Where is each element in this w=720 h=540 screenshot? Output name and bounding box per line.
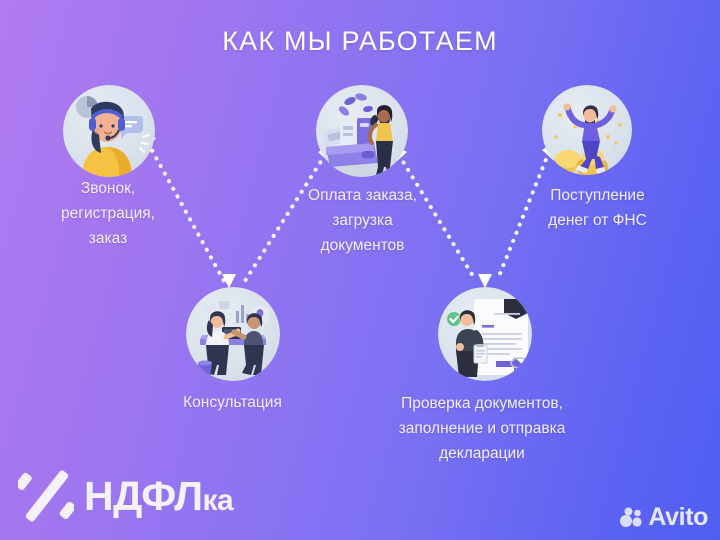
- avito-watermark: Avito: [619, 503, 708, 532]
- avito-label: Avito: [648, 503, 708, 531]
- celebrating-person-coins-illustration: [554, 103, 622, 175]
- caption-line: заполнение и отправка: [398, 420, 566, 437]
- caption-line: загрузка: [332, 212, 393, 229]
- step-caption-call: Звонок, регистрация, заказ: [0, 176, 216, 251]
- caption-line: декларации: [439, 445, 525, 462]
- connector-call-to-consultation: [146, 141, 226, 283]
- page-title: КАК МЫ РАБОТАЕМ: [222, 26, 498, 56]
- caption-line: Консультация: [183, 394, 282, 411]
- connector-refund-to-check: [495, 150, 551, 283]
- step-icon-check-documents[interactable]: [438, 287, 532, 381]
- step-caption-refund: Поступление денег от ФНС: [500, 183, 695, 233]
- brand-name-main: НДФЛ: [84, 472, 203, 519]
- caption-line: денег от ФНС: [548, 212, 647, 229]
- caption-line: регистрация,: [61, 205, 155, 222]
- document-review-illustration: [447, 299, 530, 377]
- caption-line: заказ: [88, 230, 128, 247]
- connector-payment-to-check: [397, 153, 478, 283]
- wallet-money-illustration: [322, 93, 402, 177]
- brand-logo[interactable]: НДФЛка: [18, 468, 234, 524]
- caption-line: Звонок,: [80, 180, 136, 197]
- step-caption-check-documents: Проверка документов, заполнение и отправ…: [368, 391, 596, 466]
- step-icon-refund[interactable]: [542, 85, 632, 175]
- step-caption-consultation: Консультация: [130, 390, 335, 415]
- avito-dots-icon: [620, 507, 643, 527]
- step-icon-consultation[interactable]: [186, 287, 280, 381]
- consultation-meeting-illustration: [198, 301, 269, 377]
- step-caption-payment: Оплата заказа, загрузка документов: [255, 183, 470, 258]
- brand-name-suffix: ка: [202, 483, 234, 517]
- caption-line: Поступление: [550, 187, 645, 204]
- caption-line: документов: [320, 237, 405, 254]
- step-icon-call[interactable]: [63, 85, 155, 177]
- caption-line: Проверка документов,: [401, 395, 563, 412]
- step-icon-payment[interactable]: [316, 85, 408, 177]
- double-slash-percent-icon: [18, 470, 74, 522]
- connector-payment-to-consultation: [243, 153, 327, 283]
- caption-line: Оплата заказа,: [308, 187, 417, 204]
- brand-name: НДФЛка: [84, 472, 234, 520]
- support-operator-illustration: [76, 96, 150, 177]
